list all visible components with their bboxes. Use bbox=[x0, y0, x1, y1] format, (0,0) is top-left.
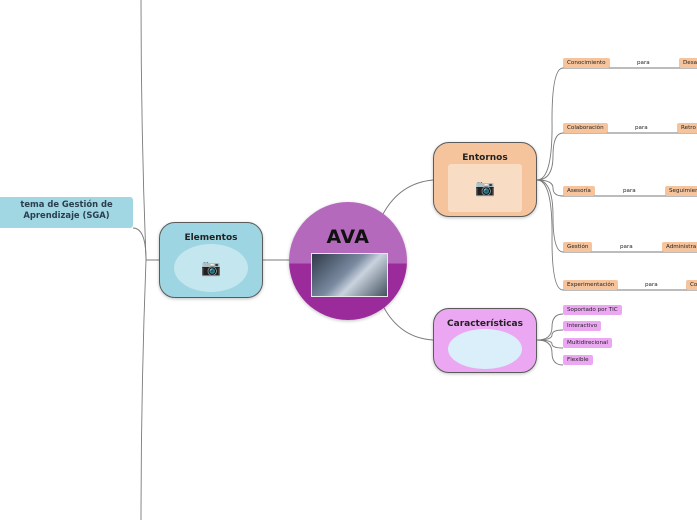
char-item-4[interactable]: Flexible bbox=[563, 355, 593, 365]
fan-line-1 bbox=[536, 67, 564, 181]
char-item-2[interactable]: Interactivo bbox=[563, 321, 602, 331]
fan-line-4 bbox=[536, 179, 564, 253]
sga-line-2: Aprendizaje (SGA) bbox=[23, 210, 110, 220]
entornos-image-placeholder: 📷 bbox=[448, 164, 522, 212]
row-3-mid: para bbox=[623, 188, 636, 194]
char-line-1 bbox=[536, 313, 564, 341]
topic-entornos[interactable]: Entornos 📷 bbox=[433, 142, 537, 217]
char-line-3 bbox=[536, 339, 564, 349]
topic-caracteristicas[interactable]: Características bbox=[433, 308, 537, 373]
left-trunk-line bbox=[140, 0, 147, 520]
sga-connector bbox=[132, 227, 159, 261]
center-topic-ava[interactable]: AVA bbox=[289, 202, 407, 320]
entornos-title: Entornos bbox=[462, 153, 508, 163]
elementos-title: Elementos bbox=[184, 233, 238, 243]
row-2-right[interactable]: Retro bbox=[677, 123, 697, 133]
row-2-mid: para bbox=[635, 125, 648, 131]
caracteristicas-connector bbox=[382, 305, 434, 341]
fan-line-2 bbox=[536, 132, 564, 181]
topic-elementos[interactable]: Elementos 📷 bbox=[159, 222, 263, 298]
topic-sga[interactable]: tema de Gestión de Aprendizaje (SGA) bbox=[0, 197, 133, 228]
fan-line-3 bbox=[536, 179, 564, 197]
center-title: AVA bbox=[326, 226, 370, 248]
camera-icon: 📷 bbox=[475, 178, 495, 197]
row-3-right[interactable]: Seguimien bbox=[665, 186, 697, 196]
char-line-4 bbox=[536, 339, 564, 366]
fan-line-5 bbox=[536, 179, 564, 291]
char-item-3[interactable]: Multidirecional bbox=[563, 338, 612, 348]
row-4-mid: para bbox=[620, 244, 633, 250]
row-1-left[interactable]: Conocimiento bbox=[563, 58, 610, 68]
char-line-2 bbox=[536, 329, 564, 341]
row-1-right[interactable]: Desa bbox=[679, 58, 697, 68]
row-5-mid: para bbox=[645, 282, 658, 288]
row-4-right[interactable]: Administra bbox=[662, 242, 697, 252]
caracteristicas-title: Características bbox=[447, 319, 523, 329]
caracteristicas-illustration bbox=[448, 329, 522, 369]
elementos-image-placeholder: 📷 bbox=[174, 244, 248, 292]
row-3-left[interactable]: Asesoría bbox=[563, 186, 595, 196]
row-4-left[interactable]: Gestión bbox=[563, 242, 593, 252]
collage-image bbox=[311, 253, 388, 297]
char-item-1[interactable]: Soportado por TIC bbox=[563, 305, 622, 315]
row-1-mid: para bbox=[637, 60, 650, 66]
row-5-left[interactable]: Experimentación bbox=[563, 280, 619, 290]
sga-line-1: tema de Gestión de bbox=[20, 199, 113, 209]
row-5-right[interactable]: Co bbox=[686, 280, 697, 290]
row-2-left[interactable]: Colaboración bbox=[563, 123, 608, 133]
camera-icon: 📷 bbox=[201, 258, 221, 277]
entornos-connector bbox=[382, 179, 434, 215]
